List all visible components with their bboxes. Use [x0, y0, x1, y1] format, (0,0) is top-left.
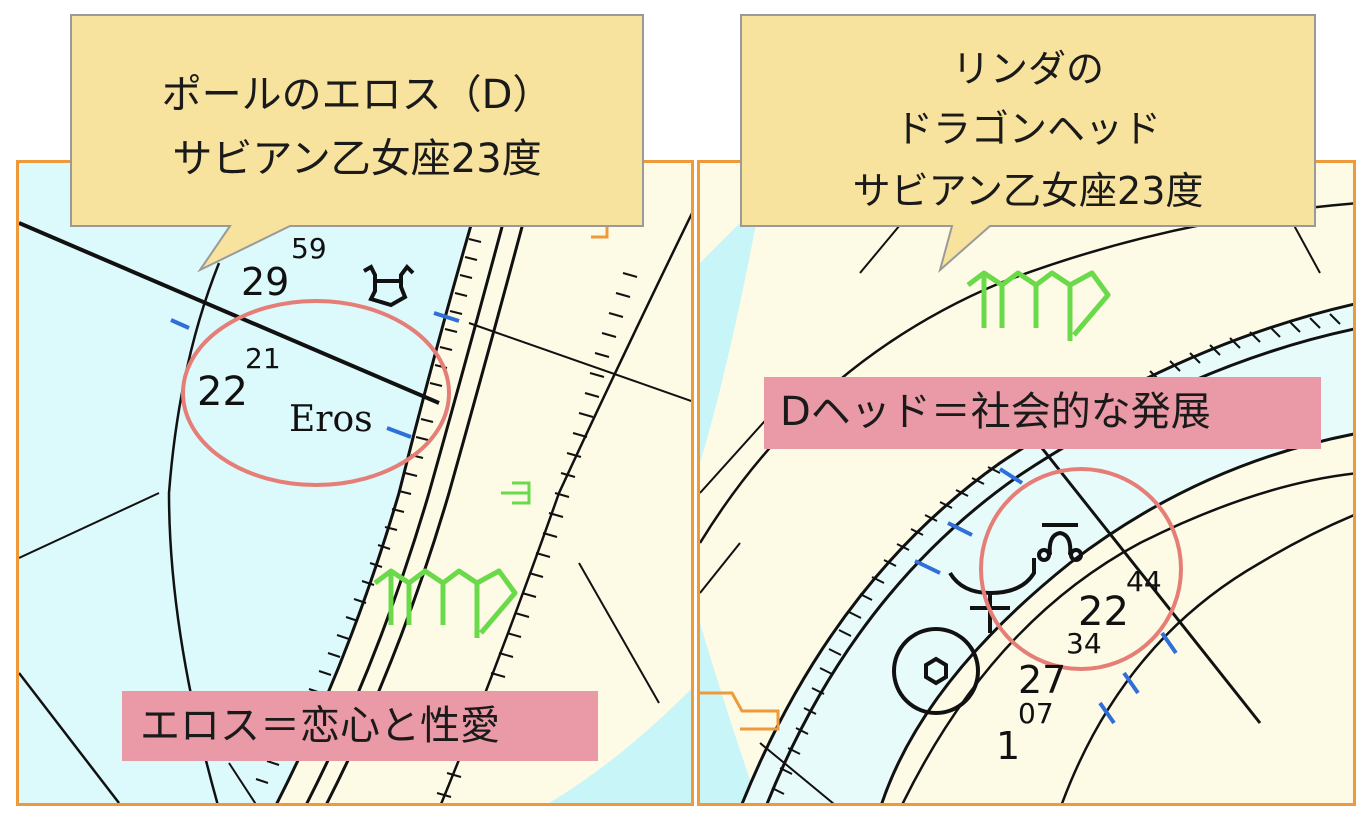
degree-eros-min: 21	[245, 342, 281, 375]
ring-arc-4	[880, 432, 1353, 803]
left-callout-shape	[70, 14, 644, 273]
inner-ring-band	[19, 163, 489, 803]
pluto-glyph	[700, 691, 780, 731]
cusp-line-a	[1028, 432, 1262, 724]
cusp-line-e	[228, 762, 257, 803]
degree-b-min: 07	[1018, 697, 1054, 730]
cusp-line-d	[578, 562, 660, 704]
dragon-head-glyph	[1037, 523, 1083, 562]
cusp-line-b	[19, 492, 160, 559]
ring-arc-2	[740, 302, 1353, 803]
degree-head-min: 44	[1126, 565, 1162, 598]
right-callout-line3: サビアン乙女座23度	[852, 169, 1204, 213]
neptune-glyph	[501, 481, 531, 505]
left-chart-panel: 29 59 22 21 Eros エロス＝恋心と性愛	[16, 160, 694, 806]
eros-label: Eros	[289, 399, 373, 440]
chiron-glyph	[363, 263, 415, 308]
right-chart-wheel: 22 44 34 27 07 1	[700, 163, 1353, 803]
left-label-text: エロス＝恋心と性愛	[140, 703, 500, 749]
ring-arc-6	[1060, 514, 1353, 803]
ring-arc-3	[765, 327, 1353, 803]
aspect-markers	[170, 311, 460, 439]
cusp-line-c	[19, 672, 120, 803]
degree-b-main: 1	[996, 724, 1020, 768]
degree-a-min: 34	[1066, 627, 1102, 660]
left-callout-line2: サビアン乙女座23度	[172, 136, 542, 182]
innermost-band	[902, 473, 1353, 803]
cusp-line-e	[759, 742, 835, 803]
outer-cyan-corner	[549, 689, 691, 803]
degree-head-main: 22	[1078, 589, 1129, 635]
left-chart-wheel: 29 59 22 21 Eros	[19, 163, 691, 803]
right-callout-line1: リンダの	[951, 47, 1104, 91]
right-label-text: Dヘッド＝社会的な発展	[780, 389, 1211, 435]
left-callout: ポールのエロス（D） サビアン乙女座23度	[70, 14, 644, 273]
virgo-glyph	[966, 270, 1111, 341]
sun-glyph	[892, 627, 980, 715]
right-callout-line2: ドラゴンヘッド	[894, 107, 1161, 151]
cusp-line-a	[468, 322, 691, 402]
degree-eros-main: 22	[197, 369, 248, 415]
highlight-circle	[979, 467, 1183, 671]
degree-top-min: 59	[291, 232, 327, 265]
right-label-box: Dヘッド＝社会的な発展	[764, 377, 1321, 449]
right-callout-shape	[740, 14, 1316, 273]
right-callout: リンダの ドラゴンヘッド サビアン乙女座23度	[740, 14, 1316, 273]
degree-a-main: 27	[1018, 658, 1066, 702]
degree-ticks	[771, 313, 1341, 795]
right-chart-panel: 22 44 34 27 07 1 Dヘッド＝社会的な発展	[697, 160, 1356, 806]
cyan-left-band	[700, 203, 760, 463]
highlight-ellipse	[181, 299, 451, 487]
left-callout-line1: ポールのエロス（D）	[161, 72, 553, 118]
cusp-line-f	[700, 542, 741, 594]
aspect-markers	[914, 467, 1178, 725]
degree-top-main: 29	[241, 260, 289, 304]
left-label-box: エロス＝恋心と性愛	[122, 691, 598, 761]
virgo-glyph	[373, 568, 518, 638]
eros-line	[19, 221, 440, 405]
cyan-lower-band	[700, 623, 758, 803]
